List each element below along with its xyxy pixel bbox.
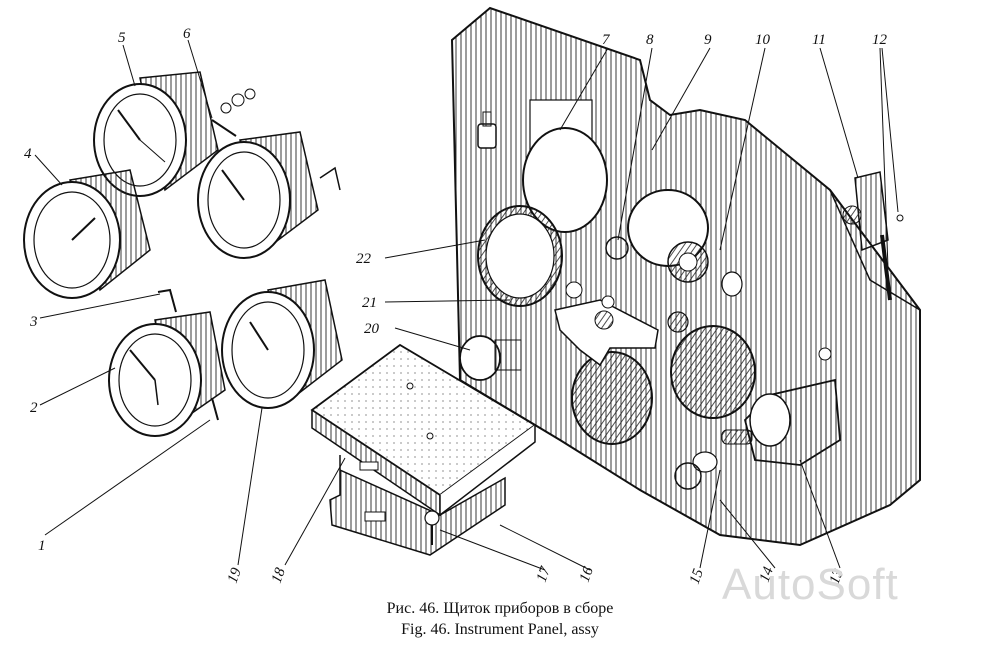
fuse-box-base [329, 455, 506, 556]
callout-9: 9 [704, 32, 712, 48]
callout-22: 22 [356, 251, 372, 267]
pull-knob [459, 335, 522, 381]
opening-upper [522, 127, 608, 233]
callout-13: 13 [827, 567, 847, 587]
callout-1: 1 [38, 538, 46, 554]
leader-lines [34, 39, 899, 571]
callout-7: 7 [602, 32, 611, 48]
callout-6: 6 [183, 26, 191, 42]
fuse-box [310, 343, 537, 556]
knob-lower [674, 462, 702, 490]
callout-20: 20 [364, 321, 380, 337]
gauge-4 [23, 169, 151, 299]
light-switch-assembly [721, 378, 841, 466]
callout-4: 4 [24, 146, 32, 162]
watermark-logo: AutoSoft [722, 560, 899, 609]
callout-15: 15 [687, 566, 707, 586]
gauge-19 [221, 279, 343, 409]
callout-12: 12 [872, 32, 888, 48]
opening-lower-left [571, 351, 653, 445]
clamp-wire [157, 288, 177, 313]
gauge-2 [108, 311, 226, 437]
nut-washers [211, 88, 256, 137]
caption-english: Fig. 46. Instrument Panel, assy [401, 621, 599, 638]
fuse-switch [842, 171, 904, 301]
opening-lower-right [670, 325, 756, 419]
lever-bracket [554, 281, 659, 367]
callout-14: 14 [757, 564, 777, 584]
callout-numbers: 1 2 3 4 5 6 7 8 9 10 11 12 13 14 15 16 1… [24, 26, 888, 586]
callout-8: 8 [646, 32, 654, 48]
callout-3: 3 [29, 314, 38, 330]
caption-russian: Рис. 46. Щиток приборов в сборе [386, 600, 614, 617]
gauge-6 [197, 131, 341, 259]
callout-21: 21 [362, 295, 377, 311]
gauge-5 [93, 71, 219, 197]
callout-17: 17 [534, 563, 555, 584]
callout-19: 19 [225, 565, 245, 585]
callout-10: 10 [755, 32, 771, 48]
callout-11: 11 [812, 32, 826, 48]
callout-5: 5 [118, 30, 126, 46]
callout-18: 18 [269, 565, 289, 585]
toggle-switch [477, 111, 497, 149]
ignition-switch [667, 241, 709, 283]
callout-2: 2 [30, 400, 38, 416]
knob-small [605, 236, 629, 260]
callout-16: 16 [577, 564, 597, 584]
